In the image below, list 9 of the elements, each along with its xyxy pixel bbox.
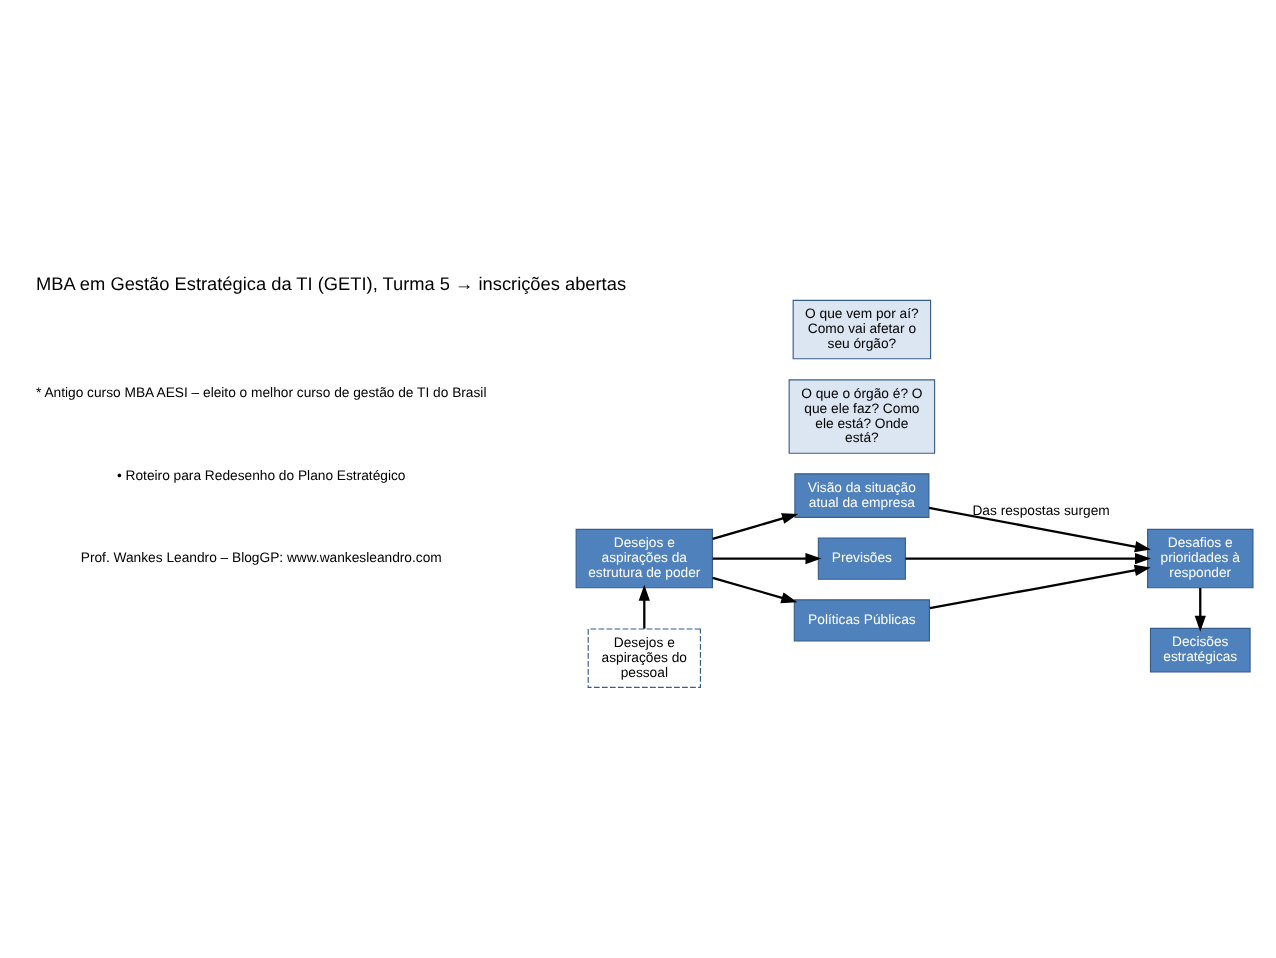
arrow: [929, 564, 1151, 610]
arrow: [712, 576, 798, 604]
arrow: [638, 584, 650, 629]
arrow: [1194, 588, 1206, 632]
arrow: [712, 552, 822, 565]
diagram-title: MBA em Gestão Estratégica da TI (GETI), Turma 5 → inscrições abertas: [36, 273, 627, 294]
arrow: [928, 506, 1151, 553]
arrow: [905, 552, 1152, 565]
arrow: [712, 513, 799, 540]
